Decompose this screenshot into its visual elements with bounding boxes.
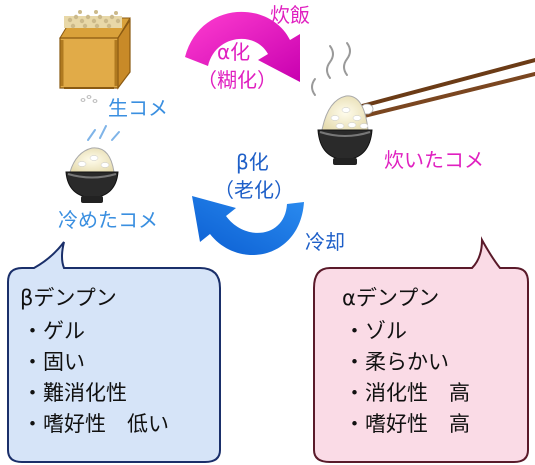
beta-property-list: ・ゲル ・固い ・難消化性 ・嗜好性 低い xyxy=(22,316,169,440)
alpha-property-list: ・ゾル ・柔らかい ・消化性 高 ・嗜好性 高 xyxy=(344,316,470,440)
cooled-rice-label: 冷めたコメ xyxy=(58,208,158,232)
rice-measure-box-icon xyxy=(59,10,131,103)
cooling-label: 冷却 xyxy=(305,230,345,254)
cooked-rice-bowl-icon xyxy=(317,95,373,165)
beta-arrow xyxy=(192,196,304,256)
steam-icon xyxy=(311,42,351,96)
list-item: ・固い xyxy=(22,350,85,374)
chopsticks-icon xyxy=(360,58,535,118)
list-item: ・嗜好性 低い xyxy=(22,412,169,436)
list-item: ・難消化性 xyxy=(22,381,127,405)
cooled-rice-bowl-icon xyxy=(65,125,120,203)
list-item: ・柔らかい xyxy=(344,350,449,374)
alpha-arrow xyxy=(185,11,300,82)
raw-rice-label: 生コメ xyxy=(108,96,168,120)
beta-label: β化 xyxy=(236,150,269,174)
retrogradation-label: （老化） xyxy=(214,178,294,202)
beta-speech-bubble xyxy=(7,241,221,463)
list-item: ・嗜好性 高 xyxy=(344,412,470,436)
alpha-starch-title: αデンプン xyxy=(342,286,440,310)
gelatinization-label: （糊化） xyxy=(197,68,277,92)
cooking-label: 炊飯 xyxy=(270,3,310,27)
alpha-label: α化 xyxy=(217,40,251,64)
alpha-speech-bubble xyxy=(313,236,529,463)
list-item: ・ゾル xyxy=(344,319,407,343)
cooked-rice-label: 炊いたコメ xyxy=(384,148,484,172)
list-item: ・ゲル xyxy=(22,319,85,343)
beta-starch-title: βデンプン xyxy=(20,286,117,310)
list-item: ・消化性 高 xyxy=(344,381,470,405)
